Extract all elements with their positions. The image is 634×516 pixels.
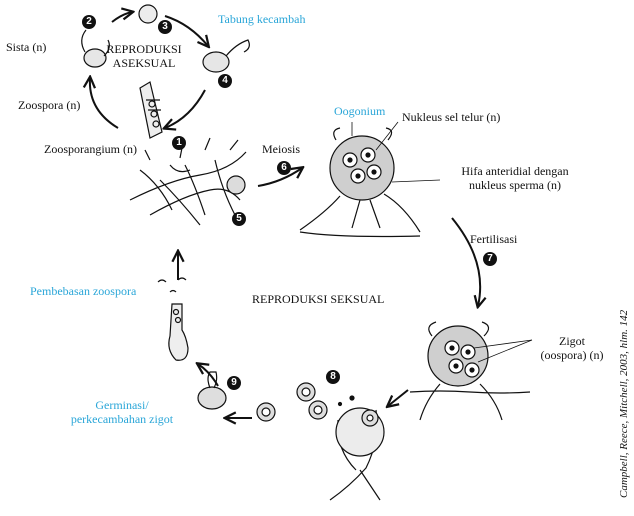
label-fertilisasi: Fertilisasi xyxy=(470,232,518,246)
leader-zigot-b xyxy=(477,339,533,363)
oogonium-structure xyxy=(299,121,441,238)
label-zoosporangium: Zoosporangium (n) xyxy=(44,142,137,156)
step-badge-4: 4 xyxy=(218,74,232,88)
germ-tube xyxy=(225,39,250,57)
label-zoospora: Zoospora (n) xyxy=(18,98,81,112)
leader-zigot-a xyxy=(473,339,533,349)
arrow-fertilisasi xyxy=(451,217,480,306)
label-reproduksi-seksual: REPRODUKSI SEKSUAL xyxy=(252,292,385,306)
oogonium-wall xyxy=(329,135,395,201)
label-meiosis: Meiosis xyxy=(262,142,301,156)
cyst-tail xyxy=(81,29,110,57)
arrow-zygote-release xyxy=(388,389,409,406)
encysted-spore xyxy=(138,4,158,24)
cycle-arrow-3-4 xyxy=(164,15,208,46)
label-pembebasan-zoospora: Pembebasan zoospora xyxy=(30,284,137,298)
step-badge-2: 2 xyxy=(82,15,96,29)
step-badge-9: 9 xyxy=(227,376,241,390)
label-sista: Sista (n) xyxy=(6,40,47,54)
germination-structures xyxy=(157,277,227,410)
label-nukleus-sel-telur: Nukleus sel telur (n) xyxy=(402,110,501,124)
mycelium xyxy=(129,137,247,226)
mycelium-oogonium xyxy=(226,175,246,195)
step-badge-5: 5 xyxy=(232,212,246,226)
citation: Campbell, Reece, Mitchell, 2003, hlm. 14… xyxy=(618,309,630,498)
germinating-cyst xyxy=(202,51,230,73)
cyst-cell xyxy=(83,48,107,68)
sexual-cycle-arrows xyxy=(178,168,480,418)
germinating-zygote xyxy=(197,386,227,410)
zygote-oogonium-wall xyxy=(427,325,489,387)
leader-nukleus xyxy=(375,121,399,151)
cycle-arrow-2-3 xyxy=(111,12,132,23)
step-badge-3: 3 xyxy=(158,20,172,34)
label-reproduksi-aseksual: REPRODUKSI ASEKSUAL xyxy=(106,42,182,70)
step-badge-7: 7 xyxy=(483,252,497,266)
label-zigot: Zigot (oospora) (n) xyxy=(540,334,604,362)
leader-hifa xyxy=(391,179,441,183)
step-badge-1: 1 xyxy=(172,136,186,150)
zygote-structure xyxy=(409,321,533,421)
cycle-arrow-4-1 xyxy=(165,89,206,128)
arrow-meiosis xyxy=(257,168,302,187)
label-tabung-kecambah: Tabung kecambah xyxy=(218,12,306,26)
released-oospores xyxy=(256,382,385,501)
free-zoospores xyxy=(157,277,187,293)
step-badge-6: 6 xyxy=(277,161,291,175)
new-zoosporangium xyxy=(168,303,189,361)
step-badge-8: 8 xyxy=(326,370,340,384)
label-germinasi: Germinasi/ perkecambahan zigot xyxy=(70,398,174,426)
asexual-cycle xyxy=(81,4,250,139)
cycle-arrow-1-2 xyxy=(90,78,119,129)
label-hifa-anteridial: Hifa anteridial dengan nukleus sperma (n… xyxy=(461,164,569,192)
label-oogonium: Oogonium xyxy=(334,104,386,118)
